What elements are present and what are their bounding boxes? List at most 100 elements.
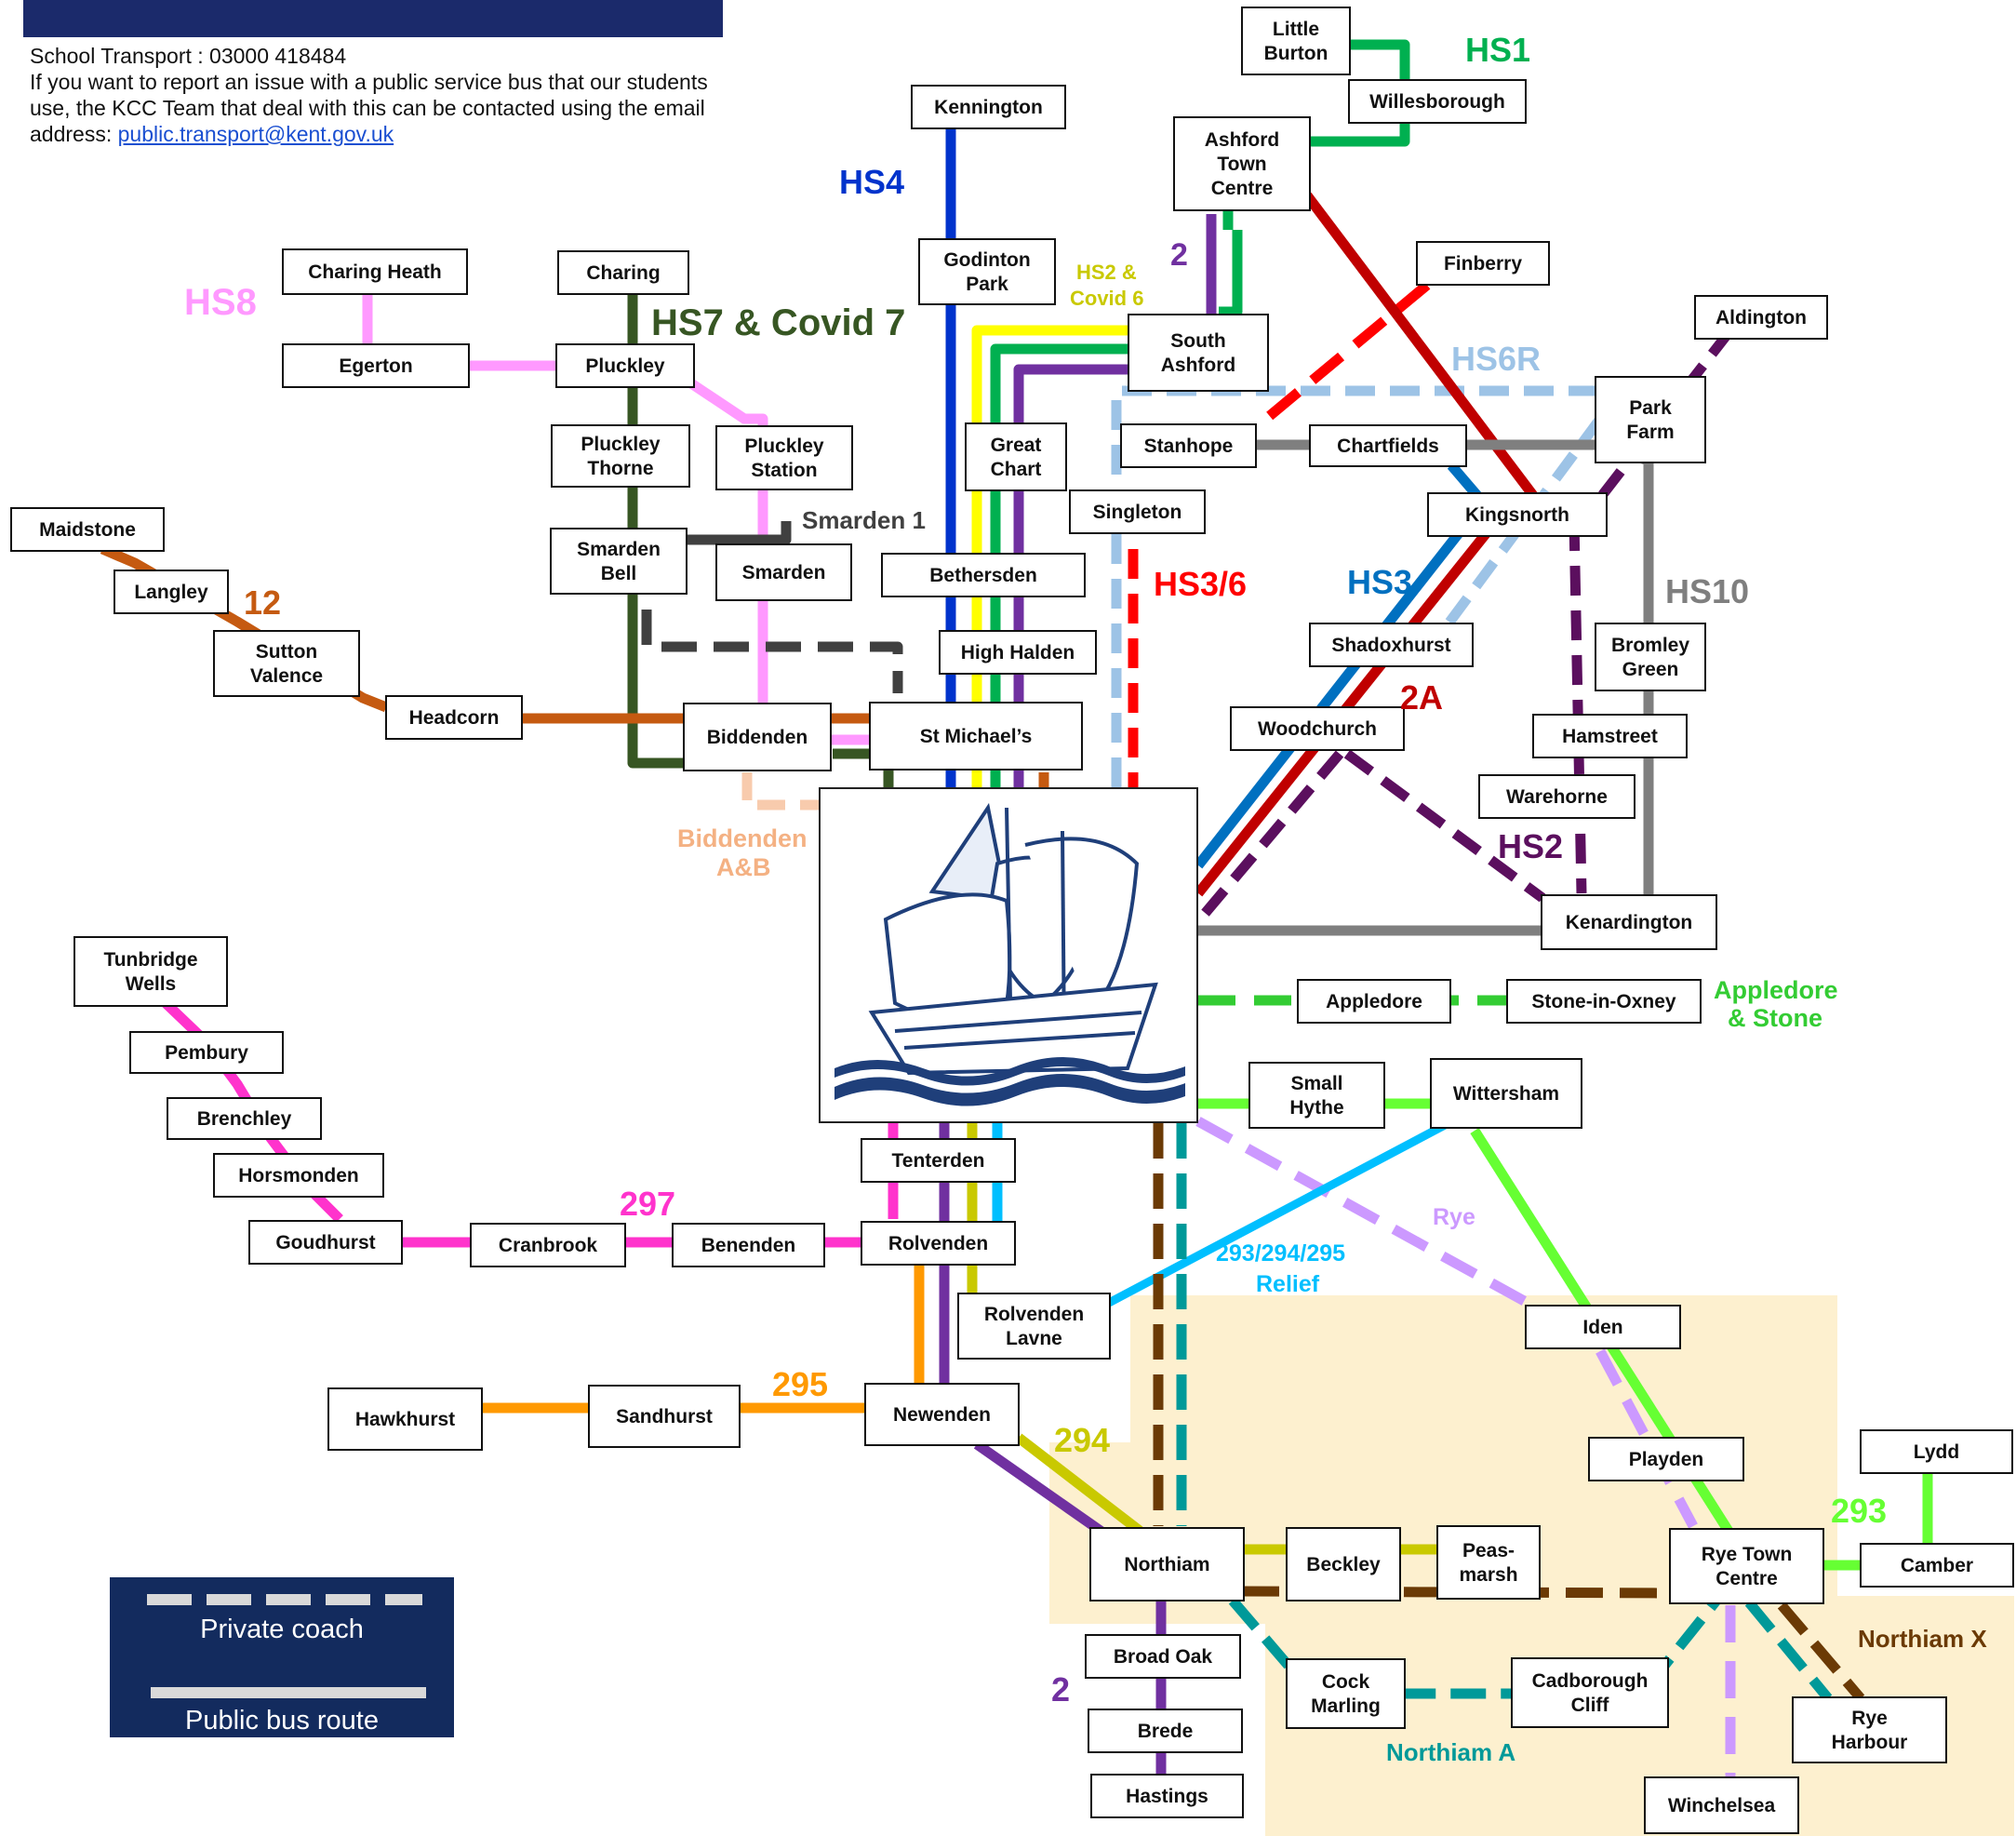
report-text: If you want to report an issue with a pu… bbox=[30, 70, 708, 146]
stop-box bbox=[557, 250, 689, 295]
stop-maidstone: Maidstone bbox=[10, 507, 165, 552]
stop-box bbox=[10, 507, 165, 552]
stop-box bbox=[213, 1153, 384, 1198]
stop-label: Warehorne bbox=[1506, 786, 1608, 808]
stop-box bbox=[327, 1387, 483, 1451]
stop-label: Park bbox=[1629, 397, 1672, 419]
stop-box bbox=[864, 1383, 1020, 1446]
stop-box bbox=[73, 936, 228, 1007]
stop-st-michaels: St Michael’s bbox=[869, 702, 1083, 771]
route-rye-dash bbox=[1195, 1117, 1547, 1317]
label-biddenden-ab-2: A&B bbox=[716, 853, 771, 881]
route-biddenden-ab bbox=[741, 772, 819, 811]
stop-label: Camber bbox=[1901, 1555, 1973, 1576]
stop-label: Small bbox=[1290, 1073, 1342, 1094]
stop-label: Godinton bbox=[943, 249, 1030, 271]
stop-label: Valence bbox=[250, 665, 323, 687]
email-link[interactable]: public.transport@kent.gov.uk bbox=[117, 122, 394, 146]
stop-label: Charing bbox=[586, 262, 660, 284]
stop-box bbox=[1860, 1543, 2014, 1588]
stop-label: Kenardington bbox=[1566, 912, 1693, 933]
label-hs3: HS3 bbox=[1347, 563, 1412, 601]
stop-label: marsh bbox=[1459, 1564, 1517, 1586]
label-smarden1: Smarden 1 bbox=[802, 506, 926, 534]
route-rye-dash2 bbox=[1595, 1348, 1698, 1529]
stop-finberry: Finberry bbox=[1416, 241, 1550, 286]
stop-kennington: Kennington bbox=[911, 85, 1066, 129]
stop-box bbox=[1230, 706, 1405, 751]
stop-iden: Iden bbox=[1525, 1305, 1681, 1349]
stop-broad-oak: Broad Oak bbox=[1085, 1634, 1241, 1679]
route-labels: HS1 HS4 2 HS2 & Covid 6 HS8 HS7 & Covid … bbox=[184, 31, 1987, 1766]
route-hs2-ham bbox=[1569, 520, 1587, 894]
label-appledore-2: & Stone bbox=[1728, 1004, 1822, 1032]
stop-box bbox=[282, 248, 468, 295]
stop-warehorne: Warehorne bbox=[1478, 774, 1635, 819]
stop-label: Broad Oak bbox=[1114, 1646, 1213, 1668]
stop-box bbox=[715, 543, 852, 601]
stop-peasmarsh: Peas-marsh bbox=[1436, 1525, 1541, 1600]
stop-label: Tunbridge bbox=[103, 949, 197, 971]
stop-label: Horsmonden bbox=[238, 1165, 359, 1186]
stop-box bbox=[1860, 1429, 2013, 1474]
stop-box bbox=[1541, 894, 1717, 950]
stop-label: Pluckley bbox=[585, 355, 665, 377]
route-northiam-a-harbour bbox=[1744, 1599, 1833, 1702]
stop-label: Winchelsea bbox=[1668, 1795, 1776, 1816]
stop-box bbox=[1248, 1062, 1385, 1129]
stop-box bbox=[1309, 623, 1474, 667]
label-hs7: HS7 & Covid 7 bbox=[651, 302, 905, 343]
stop-label: Station bbox=[751, 460, 817, 481]
stop-charing-heath: Charing Heath bbox=[282, 248, 468, 295]
stop-brede: Brede bbox=[1088, 1709, 1243, 1753]
legend-dash-swatch bbox=[207, 1594, 251, 1605]
route-hs6r-diag bbox=[1409, 415, 1605, 674]
stop-singleton: Singleton bbox=[1069, 489, 1206, 534]
stop-box bbox=[588, 1385, 741, 1448]
legend-dash-swatch bbox=[385, 1594, 422, 1605]
school-logo bbox=[819, 787, 1198, 1123]
stop-label: Rolvenden bbox=[984, 1304, 1084, 1325]
stop-label: Marling bbox=[1311, 1695, 1381, 1717]
stop-label: Maidstone bbox=[39, 519, 136, 541]
stop-box bbox=[1309, 424, 1467, 467]
route-hs2-wood2 bbox=[1194, 750, 1344, 925]
stop-box bbox=[911, 85, 1066, 129]
route-hs1-b bbox=[1219, 230, 1243, 317]
label-northiam-a: Northiam A bbox=[1386, 1738, 1515, 1766]
stop-label: Sutton bbox=[256, 641, 317, 663]
stop-label: Kennington bbox=[934, 97, 1043, 118]
stop-box bbox=[129, 1031, 284, 1074]
stop-box bbox=[869, 702, 1083, 771]
route-294-diag bbox=[1015, 1433, 1143, 1535]
stop-chartfields: Chartfields bbox=[1309, 424, 1467, 467]
stop-box bbox=[1430, 1058, 1582, 1129]
label-hs2-covid: HS2 & bbox=[1076, 261, 1137, 284]
label-293: 293 bbox=[1831, 1492, 1887, 1530]
label-295: 295 bbox=[772, 1365, 828, 1403]
route-northiam-x-harbour bbox=[1777, 1601, 1865, 1702]
stop-winchelsea: Winchelsea bbox=[1644, 1776, 1799, 1834]
stop-box bbox=[1348, 79, 1527, 124]
stop-label: Lydd bbox=[1914, 1441, 1959, 1463]
header-banner bbox=[23, 0, 723, 37]
stop-box bbox=[1669, 1528, 1824, 1604]
stop-label: Cliff bbox=[1571, 1695, 1610, 1716]
stop-box bbox=[861, 1138, 1016, 1183]
stop-box bbox=[965, 422, 1067, 491]
stop-hawkhurst: Hawkhurst bbox=[327, 1387, 483, 1451]
ship-emblem-icon bbox=[834, 802, 1185, 1106]
stop-charing: Charing bbox=[557, 250, 689, 295]
stop-box bbox=[672, 1223, 825, 1267]
legend-private-coach: Private coach bbox=[200, 1615, 364, 1644]
stop-goudhurst: Goudhurst bbox=[248, 1220, 403, 1265]
stop-smarden: Smarden bbox=[715, 543, 852, 601]
stop-box bbox=[1427, 492, 1608, 537]
